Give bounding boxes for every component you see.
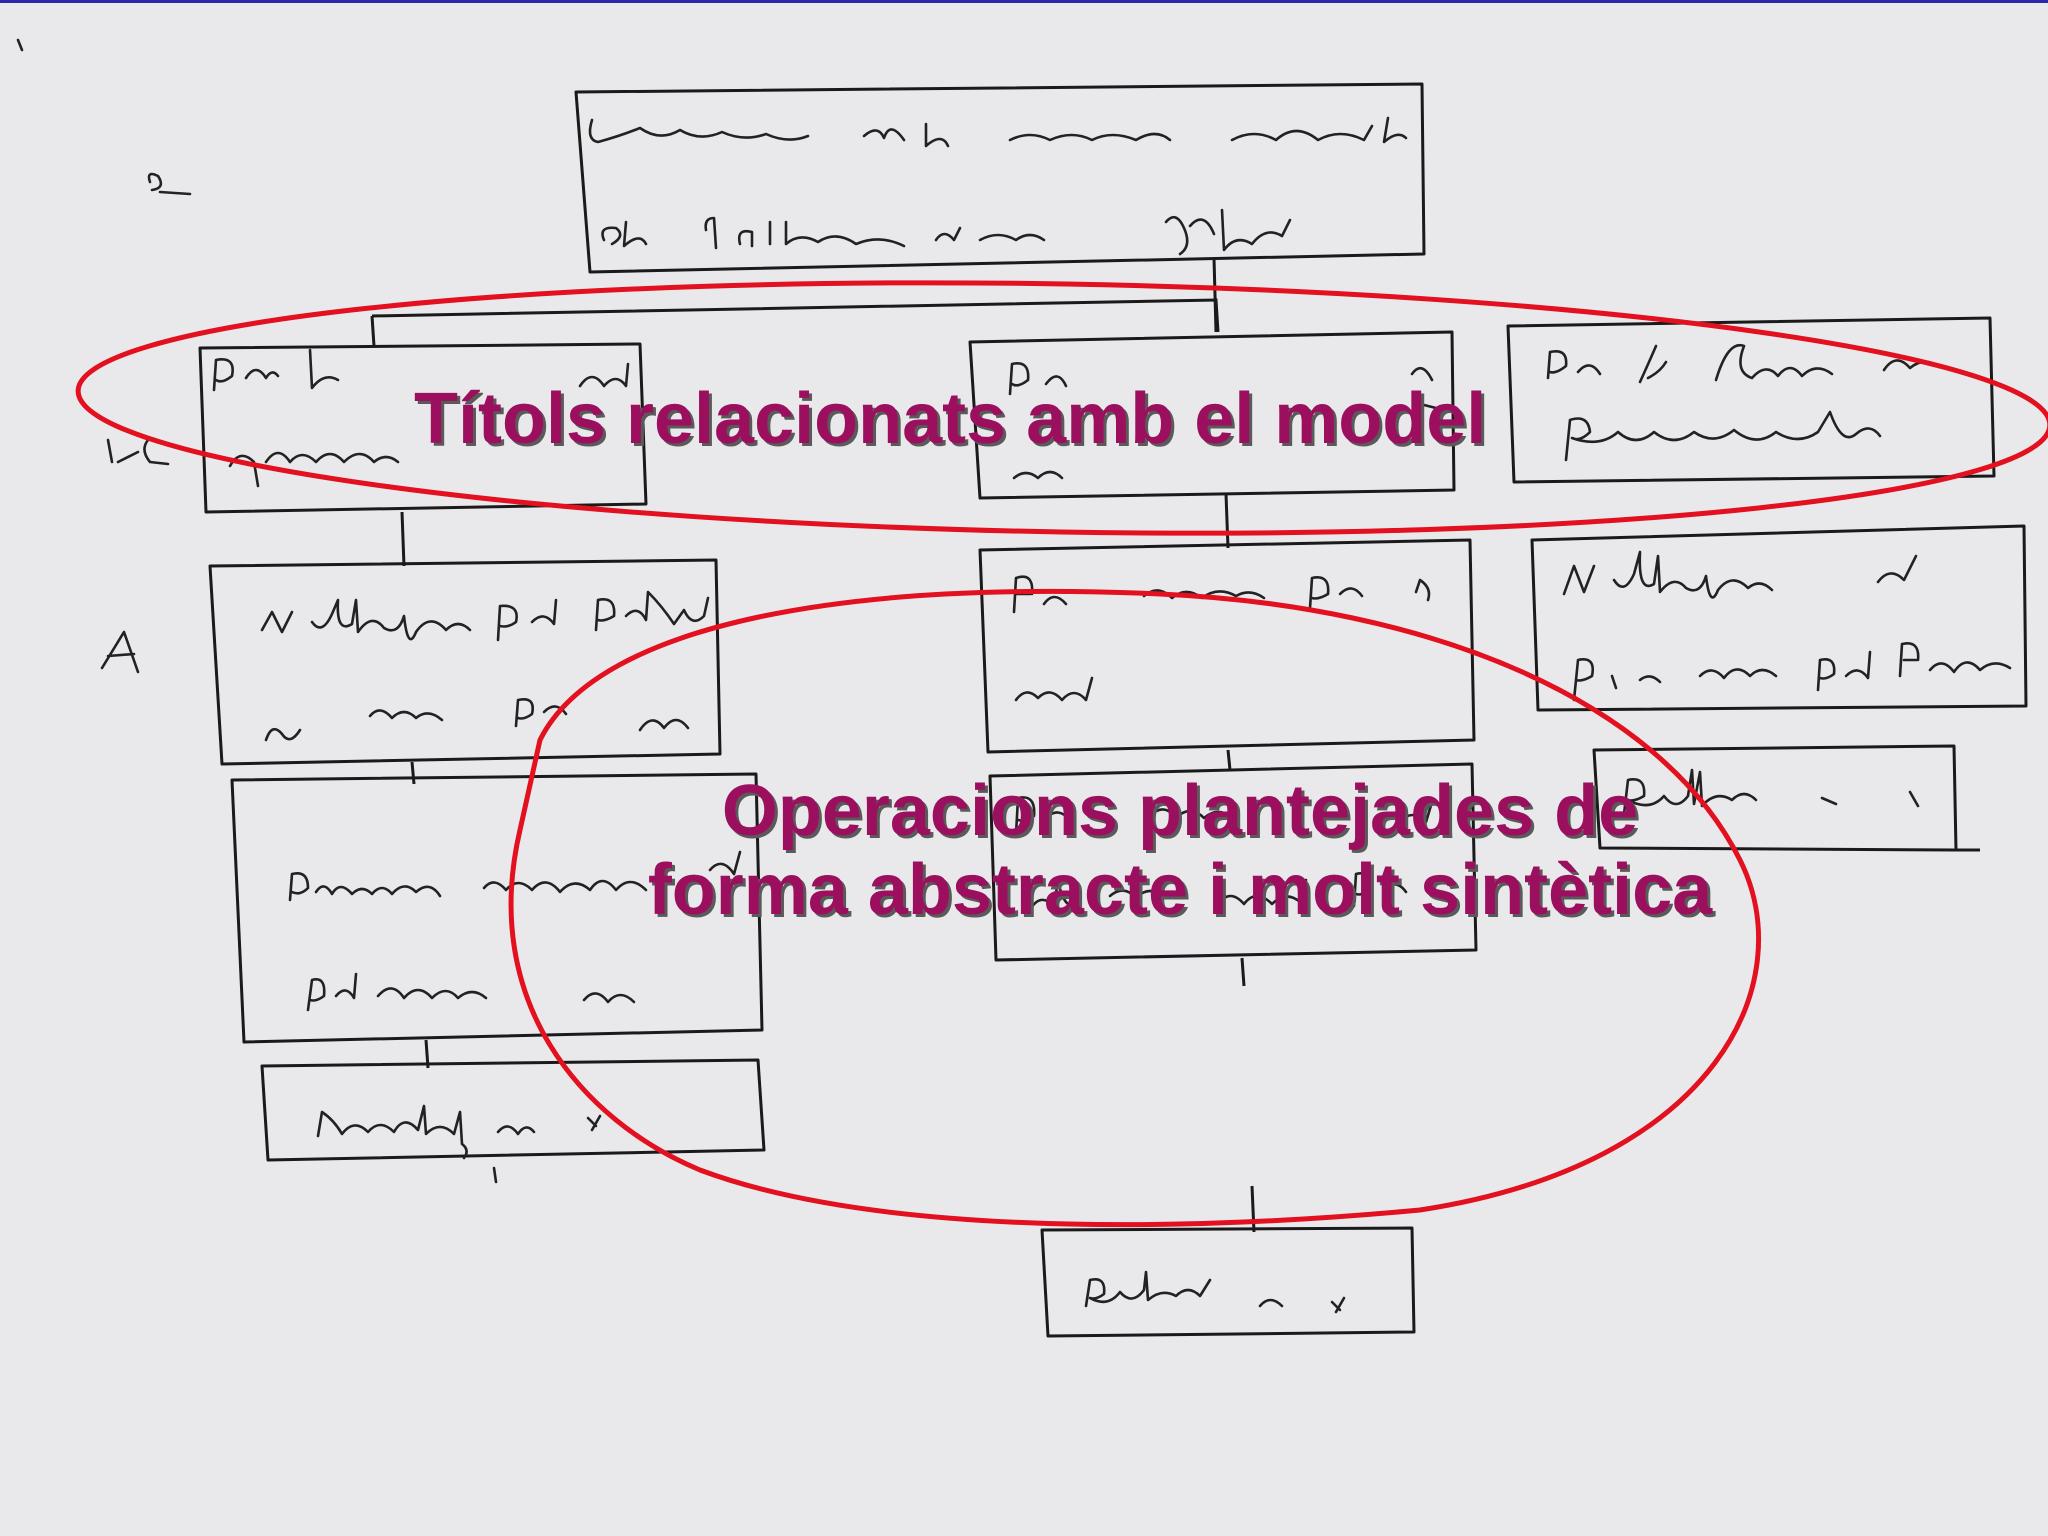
root-stem: [1212, 257, 1218, 333]
link-middle-2: [1226, 749, 1232, 771]
root-box: [574, 82, 1426, 274]
level1-box-left: [198, 342, 648, 514]
level2-box-left: [208, 558, 722, 766]
link-middle-1: [1224, 493, 1230, 549]
operations-callout: Operacions plantejades de forma abstract…: [580, 771, 1780, 931]
level3-box-right: [1592, 744, 1980, 852]
level4-box-left: [260, 1058, 766, 1184]
link-left-2: [410, 761, 416, 785]
level3-box-middle: [988, 762, 1478, 962]
level2-box-middle: [978, 538, 1476, 754]
titles-highlight-ring: [75, 280, 2048, 536]
level1-drop-left: [370, 315, 376, 347]
stray-mark: [16, 38, 24, 52]
level4-box-middle: [1040, 1226, 1416, 1338]
level1-box-right: [1506, 316, 1996, 484]
row-marker-1: [147, 172, 192, 196]
operations-callout-line1: Operacions plantejades de: [721, 771, 1639, 851]
operations-callout-line2: forma abstracte i molt sintètica: [647, 850, 1713, 931]
level2-box-right: [1530, 524, 2028, 712]
level1-bar: [371, 298, 1220, 333]
link-left-1: [400, 511, 406, 567]
row-marker-2: [106, 438, 170, 466]
row-marker-3: [100, 630, 140, 674]
titles-callout: Títols relacionats amb el model: [414, 379, 1487, 459]
link-middle-3: [1240, 957, 1246, 987]
level1-box-middle: [968, 330, 1456, 500]
top-rule: [0, 0, 2048, 3]
link-middle-4: [1250, 1185, 1256, 1233]
level3-box-left: [230, 772, 764, 1044]
operations-highlight-ring: [508, 588, 1762, 1228]
